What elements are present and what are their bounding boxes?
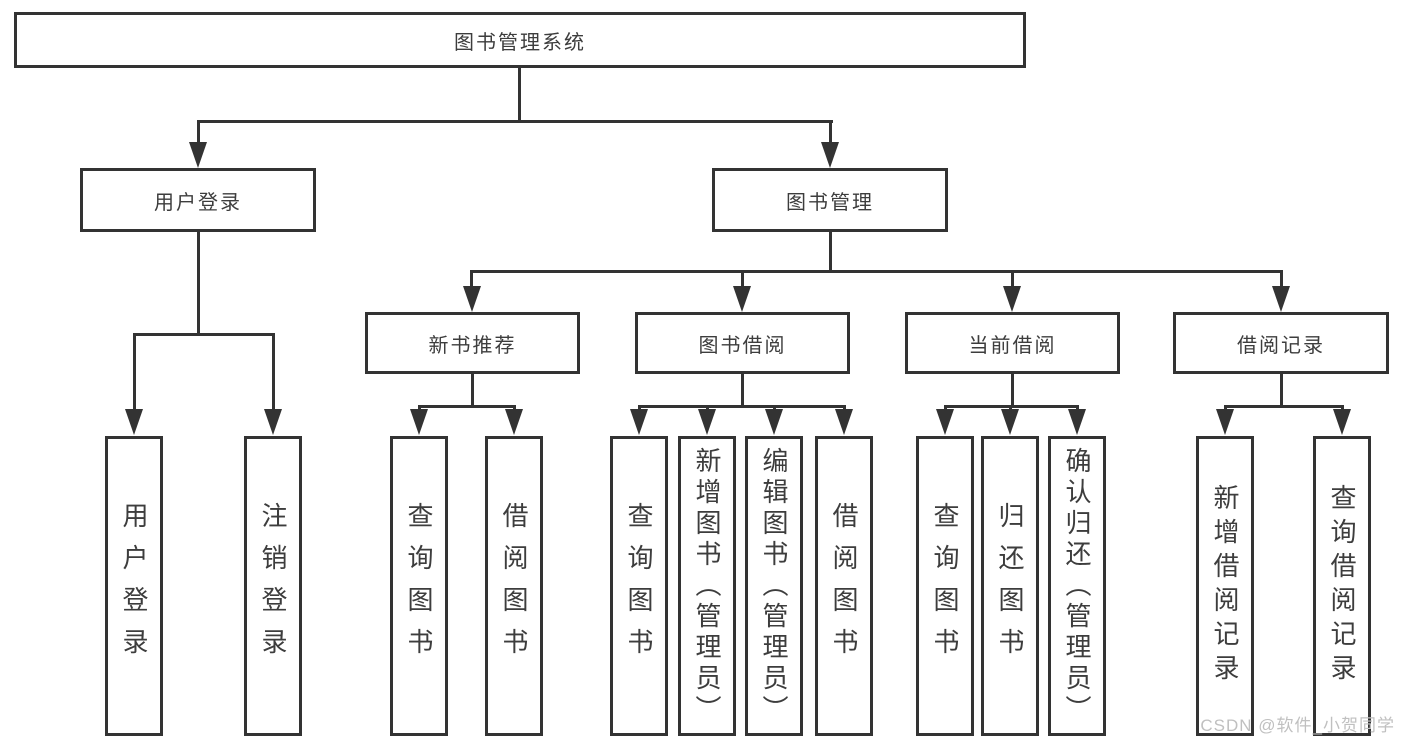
- node-leaf-user-login: 用户登录: [105, 436, 163, 736]
- arrowhead-down-icon: [821, 142, 839, 168]
- connector-stub-leaf-logout: [272, 333, 275, 411]
- node-library-management-system: 图书管理系统: [14, 12, 1026, 68]
- arrowhead-down-icon: [1333, 409, 1351, 435]
- node-leaf-query-books-2: 查询图书: [610, 436, 668, 736]
- arrowhead-down-icon: [936, 409, 954, 435]
- node-leaf-query-books-3: 查询图书: [916, 436, 974, 736]
- node-current-borrowing: 当前借阅: [905, 312, 1120, 374]
- node-leaf-query-borrow-record-label: 查询借阅记录: [1327, 484, 1357, 688]
- arrowhead-down-icon: [1068, 409, 1086, 435]
- node-leaf-add-books-admin-label: 新增图书（管理员）: [692, 446, 722, 726]
- arrowhead-down-icon: [463, 286, 481, 312]
- connector-stub-new-books: [470, 270, 473, 290]
- node-leaf-query-borrow-record: 查询借阅记录: [1313, 436, 1371, 736]
- node-book-borrowing: 图书借阅: [635, 312, 850, 374]
- arrowhead-down-icon: [264, 409, 282, 435]
- connector-current-borrow-stem: [1011, 374, 1014, 408]
- connector-book-mgmt-branch: [470, 270, 1283, 273]
- connector-root-stem: [518, 68, 521, 123]
- arrowhead-down-icon: [505, 409, 523, 435]
- connector-borrow-records-stem: [1280, 374, 1283, 408]
- connector-borrow-records-branch: [1224, 405, 1344, 408]
- arrowhead-down-icon: [1216, 409, 1234, 435]
- node-leaf-query-books-1-label: 查询图书: [404, 502, 434, 670]
- arrowhead-down-icon: [765, 409, 783, 435]
- connector-user-login-branch: [133, 333, 275, 336]
- connector-stub-leaf-login: [133, 333, 136, 411]
- node-book-management: 图书管理: [712, 168, 948, 232]
- node-leaf-confirm-return-admin-label: 确认归还（管理员）: [1062, 446, 1092, 726]
- arrowhead-down-icon: [410, 409, 428, 435]
- arrowhead-down-icon: [733, 286, 751, 312]
- arrowhead-down-icon: [698, 409, 716, 435]
- arrowhead-down-icon: [125, 409, 143, 435]
- node-user-login: 用户登录: [80, 168, 316, 232]
- connector-new-books-stem: [471, 374, 474, 408]
- csdn-watermark: CSDN @软件_小贺同学: [1200, 716, 1395, 735]
- node-new-book-recommendation: 新书推荐: [365, 312, 580, 374]
- node-borrowing-records: 借阅记录: [1173, 312, 1389, 374]
- connector-new-books-branch: [418, 405, 516, 408]
- connector-user-login-stem: [197, 232, 200, 336]
- arrowhead-down-icon: [1001, 409, 1019, 435]
- connector-book-borrow-stem: [741, 374, 744, 408]
- node-leaf-user-login-label: 用户登录: [119, 502, 149, 670]
- node-leaf-add-borrow-record-label: 新增借阅记录: [1210, 484, 1240, 688]
- arrowhead-down-icon: [630, 409, 648, 435]
- node-leaf-edit-books-admin-label: 编辑图书（管理员）: [759, 446, 789, 726]
- node-leaf-borrow-books-1-label: 借阅图书: [499, 502, 529, 670]
- connector-book-borrow-branch: [638, 405, 846, 408]
- node-leaf-borrow-books-1: 借阅图书: [485, 436, 543, 736]
- arrowhead-down-icon: [1272, 286, 1290, 312]
- node-leaf-return-books-label: 归还图书: [995, 502, 1025, 670]
- node-leaf-add-borrow-record: 新增借阅记录: [1196, 436, 1254, 736]
- connector-book-mgmt-stem: [829, 232, 832, 273]
- node-leaf-return-books: 归还图书: [981, 436, 1039, 736]
- node-leaf-borrow-books-2: 借阅图书: [815, 436, 873, 736]
- node-leaf-confirm-return-admin: 确认归还（管理员）: [1048, 436, 1106, 736]
- node-leaf-query-books-2-label: 查询图书: [624, 502, 654, 670]
- connector-stub-user-login: [197, 120, 200, 146]
- connector-stub-book-management: [829, 120, 832, 146]
- connector-stub-book-borrow: [741, 270, 744, 290]
- node-leaf-logout-label: 注销登录: [258, 502, 288, 670]
- arrowhead-down-icon: [835, 409, 853, 435]
- node-leaf-logout: 注销登录: [244, 436, 302, 736]
- node-leaf-add-books-admin: 新增图书（管理员）: [678, 436, 736, 736]
- arrowhead-down-icon: [189, 142, 207, 168]
- node-leaf-query-books-1: 查询图书: [390, 436, 448, 736]
- connector-stub-current-borrow: [1011, 270, 1014, 290]
- node-leaf-borrow-books-2-label: 借阅图书: [829, 502, 859, 670]
- node-leaf-edit-books-admin: 编辑图书（管理员）: [745, 436, 803, 736]
- connector-stub-borrow-records: [1280, 270, 1283, 290]
- node-leaf-query-books-3-label: 查询图书: [930, 502, 960, 670]
- arrowhead-down-icon: [1003, 286, 1021, 312]
- connector-root-branch: [197, 120, 833, 123]
